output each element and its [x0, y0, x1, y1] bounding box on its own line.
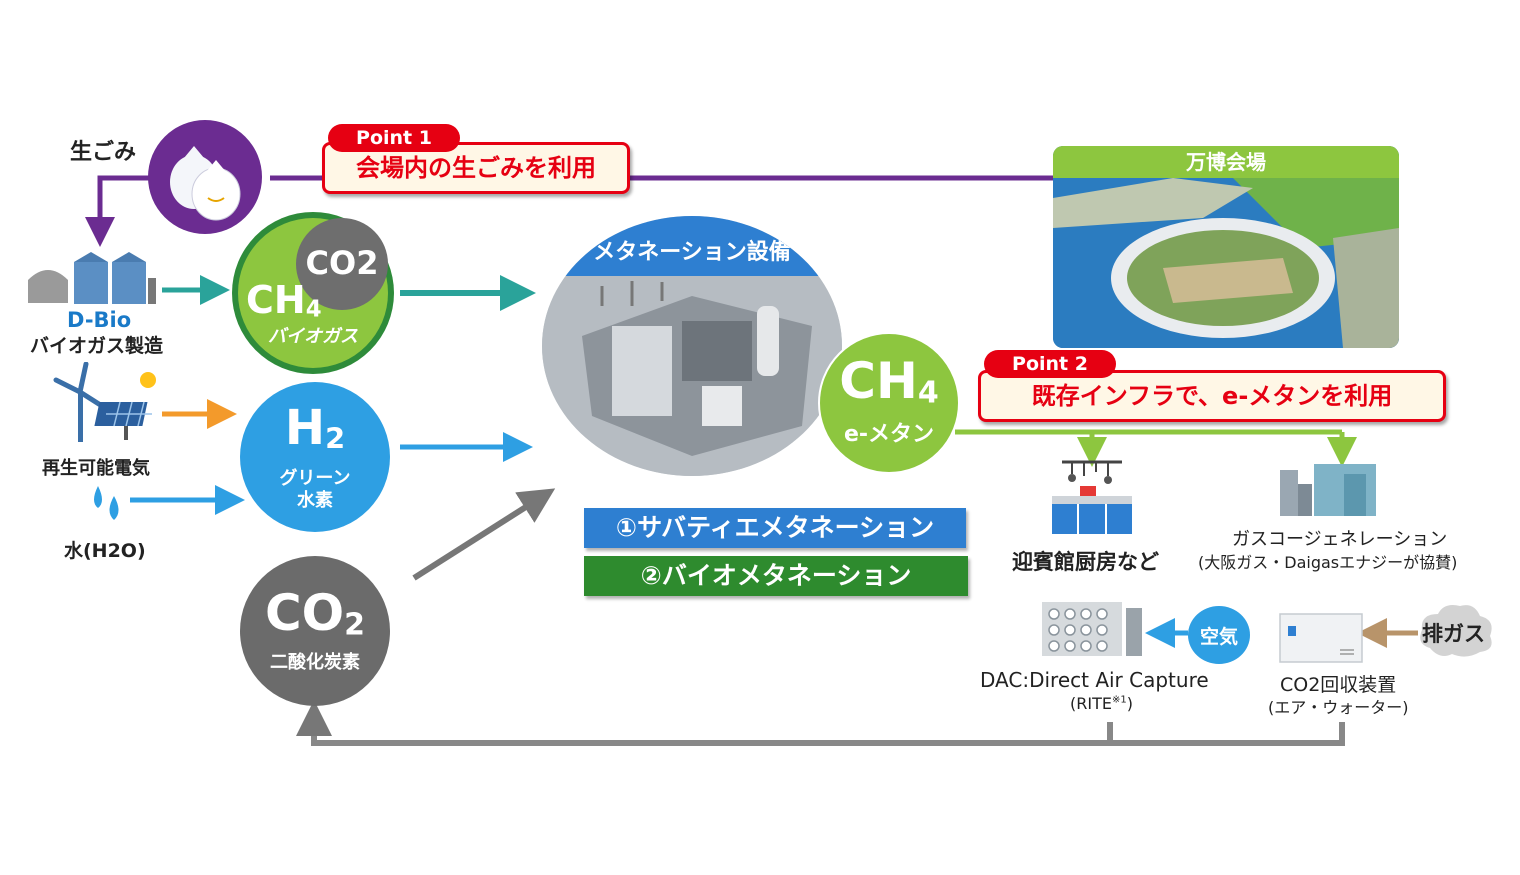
point1-tag: Point 1	[328, 124, 460, 152]
co2-device-sub: (エア・ウォーター)	[1268, 698, 1409, 717]
water-drop-icon	[94, 486, 119, 520]
emethane-formula: CH4	[839, 352, 939, 411]
food-waste-circle	[148, 120, 262, 234]
food-waste-label: 生ごみ	[70, 140, 137, 165]
cogeneration-icon	[1280, 464, 1376, 516]
biogas-formula: CH4	[246, 278, 322, 323]
expo-title: 万博会場	[1053, 146, 1399, 178]
emethane-circle: CH4 e-メタン	[818, 332, 960, 474]
food-waste-down-arrow	[85, 175, 150, 247]
cogen-sub: (大阪ガス・Daigasエナジーが協賛)	[1198, 553, 1458, 572]
co2-label: 二酸化炭素	[270, 652, 360, 673]
methanation-facility-image: メタネーション設備	[542, 216, 842, 476]
dbio-label: D-Bio	[67, 308, 132, 332]
co2-capture-device-icon	[1279, 613, 1363, 663]
co2-return-loop	[296, 700, 1345, 746]
hydrogen-formula: H2	[284, 400, 346, 456]
co2-formula: CO2	[264, 584, 366, 643]
point1-box: 会場内の生ごみを利用	[322, 142, 630, 194]
kitchen-icon	[1052, 460, 1132, 534]
factory-icon	[542, 276, 842, 476]
expo-aerial-icon	[1053, 178, 1399, 348]
hydrogen-label-line1: グリーン	[279, 468, 351, 489]
exhaust-label: 排ガス	[1422, 622, 1485, 646]
method1-bar: ①サバティエメタネーション	[584, 508, 966, 548]
expo-site-image: 万博会場	[1053, 146, 1399, 348]
biogas-label: バイオガス	[268, 326, 358, 347]
exhaust-cloud-icon	[1420, 605, 1492, 657]
methanation-title: メタネーション設備	[593, 240, 791, 265]
method2-bar: ②バイオメタネーション	[584, 556, 968, 596]
hydrogen-label-line2: 水素	[297, 490, 333, 511]
point2-tag: Point 2	[984, 350, 1116, 378]
biogas-co2-circle: CO2	[296, 218, 388, 310]
emethane-label: e-メタン	[843, 422, 935, 447]
point2-box: 既存インフラで、e-メタンを利用	[978, 370, 1446, 422]
wind-solar-icon	[53, 362, 156, 442]
dac-sub: (RITE※1)	[1070, 694, 1133, 713]
renewable-label: 再生可能電気	[42, 458, 150, 479]
garbage-bag-icon	[170, 146, 241, 221]
cogen-label: ガスコージェネレーション	[1232, 529, 1448, 550]
co2-circle: CO2 二酸化炭素	[240, 556, 390, 706]
air-label: 空気	[1199, 626, 1238, 648]
biogas-production-label: バイオガス製造	[30, 335, 164, 357]
dac-unit-icon	[1042, 602, 1142, 656]
biogas-circle: CO2 CH4 バイオガス	[232, 212, 394, 374]
hydrogen-circle: H2 グリーン 水素	[240, 382, 390, 532]
dac-label: DAC:Direct Air Capture	[980, 668, 1209, 692]
co2-device-label: CO2回収装置	[1280, 674, 1397, 696]
kitchen-label: 迎賓館厨房など	[1012, 550, 1159, 574]
water-label: 水(H2O)	[64, 540, 146, 562]
biogas-plant-icon	[28, 252, 156, 304]
air-circle: 空気	[1188, 606, 1250, 664]
co2-to-methanation-arrow	[412, 488, 556, 581]
